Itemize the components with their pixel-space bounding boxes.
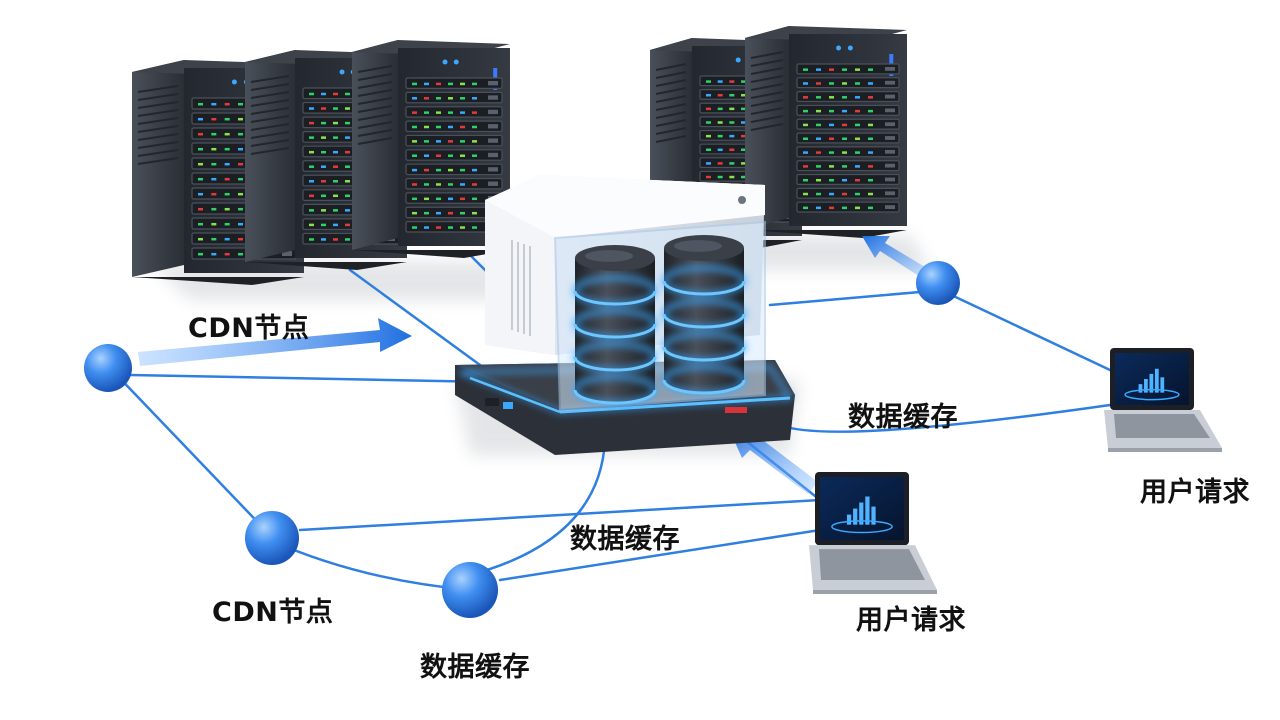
label-cache-middle: 数据缓存	[570, 524, 680, 555]
link-node-c-to-cache-box	[468, 438, 607, 577]
network-node-icon-a	[84, 344, 132, 392]
link-rack-to-cache-box	[348, 268, 482, 367]
database-icon-right	[662, 235, 746, 395]
label-user-request-right: 用户请求	[1140, 477, 1250, 508]
laptop-icon-middle	[809, 472, 937, 594]
network-node-icon-d	[916, 261, 960, 305]
laptop-icon-right	[1104, 348, 1222, 452]
link-node-a-to-node-b	[108, 366, 272, 537]
network-node-icon-b	[245, 511, 299, 565]
arrow-icon-to-cache	[138, 318, 412, 366]
cdn-server-group-left	[132, 40, 510, 285]
database-icon-left	[573, 245, 657, 405]
link-node-b-to-node-c	[268, 538, 472, 592]
label-cdn-node-bottom: CDN节点	[212, 597, 334, 628]
link-node-a-to-cache-box	[128, 373, 492, 384]
status-led	[725, 407, 747, 413]
label-cache-right: 数据缓存	[848, 402, 958, 433]
link-node-d-to-laptop-right	[943, 290, 1112, 372]
link-node-c-to-laptop-middle	[498, 528, 822, 582]
network-node-icon-c	[442, 562, 498, 618]
label-user-request-middle: 用户请求	[856, 605, 966, 636]
link-cache-box-to-node-d	[768, 290, 922, 307]
server-rack-icon-5	[745, 26, 907, 238]
arrow-icon-to-rack-right	[862, 236, 930, 280]
link-node-b-to-laptop-middle	[298, 498, 822, 532]
label-cache-bottom: 数据缓存	[420, 652, 530, 683]
label-cdn-node-top: CDN节点	[188, 313, 310, 344]
cache-server-box	[455, 175, 795, 455]
link-cache-box-to-laptop-right	[778, 403, 1112, 433]
